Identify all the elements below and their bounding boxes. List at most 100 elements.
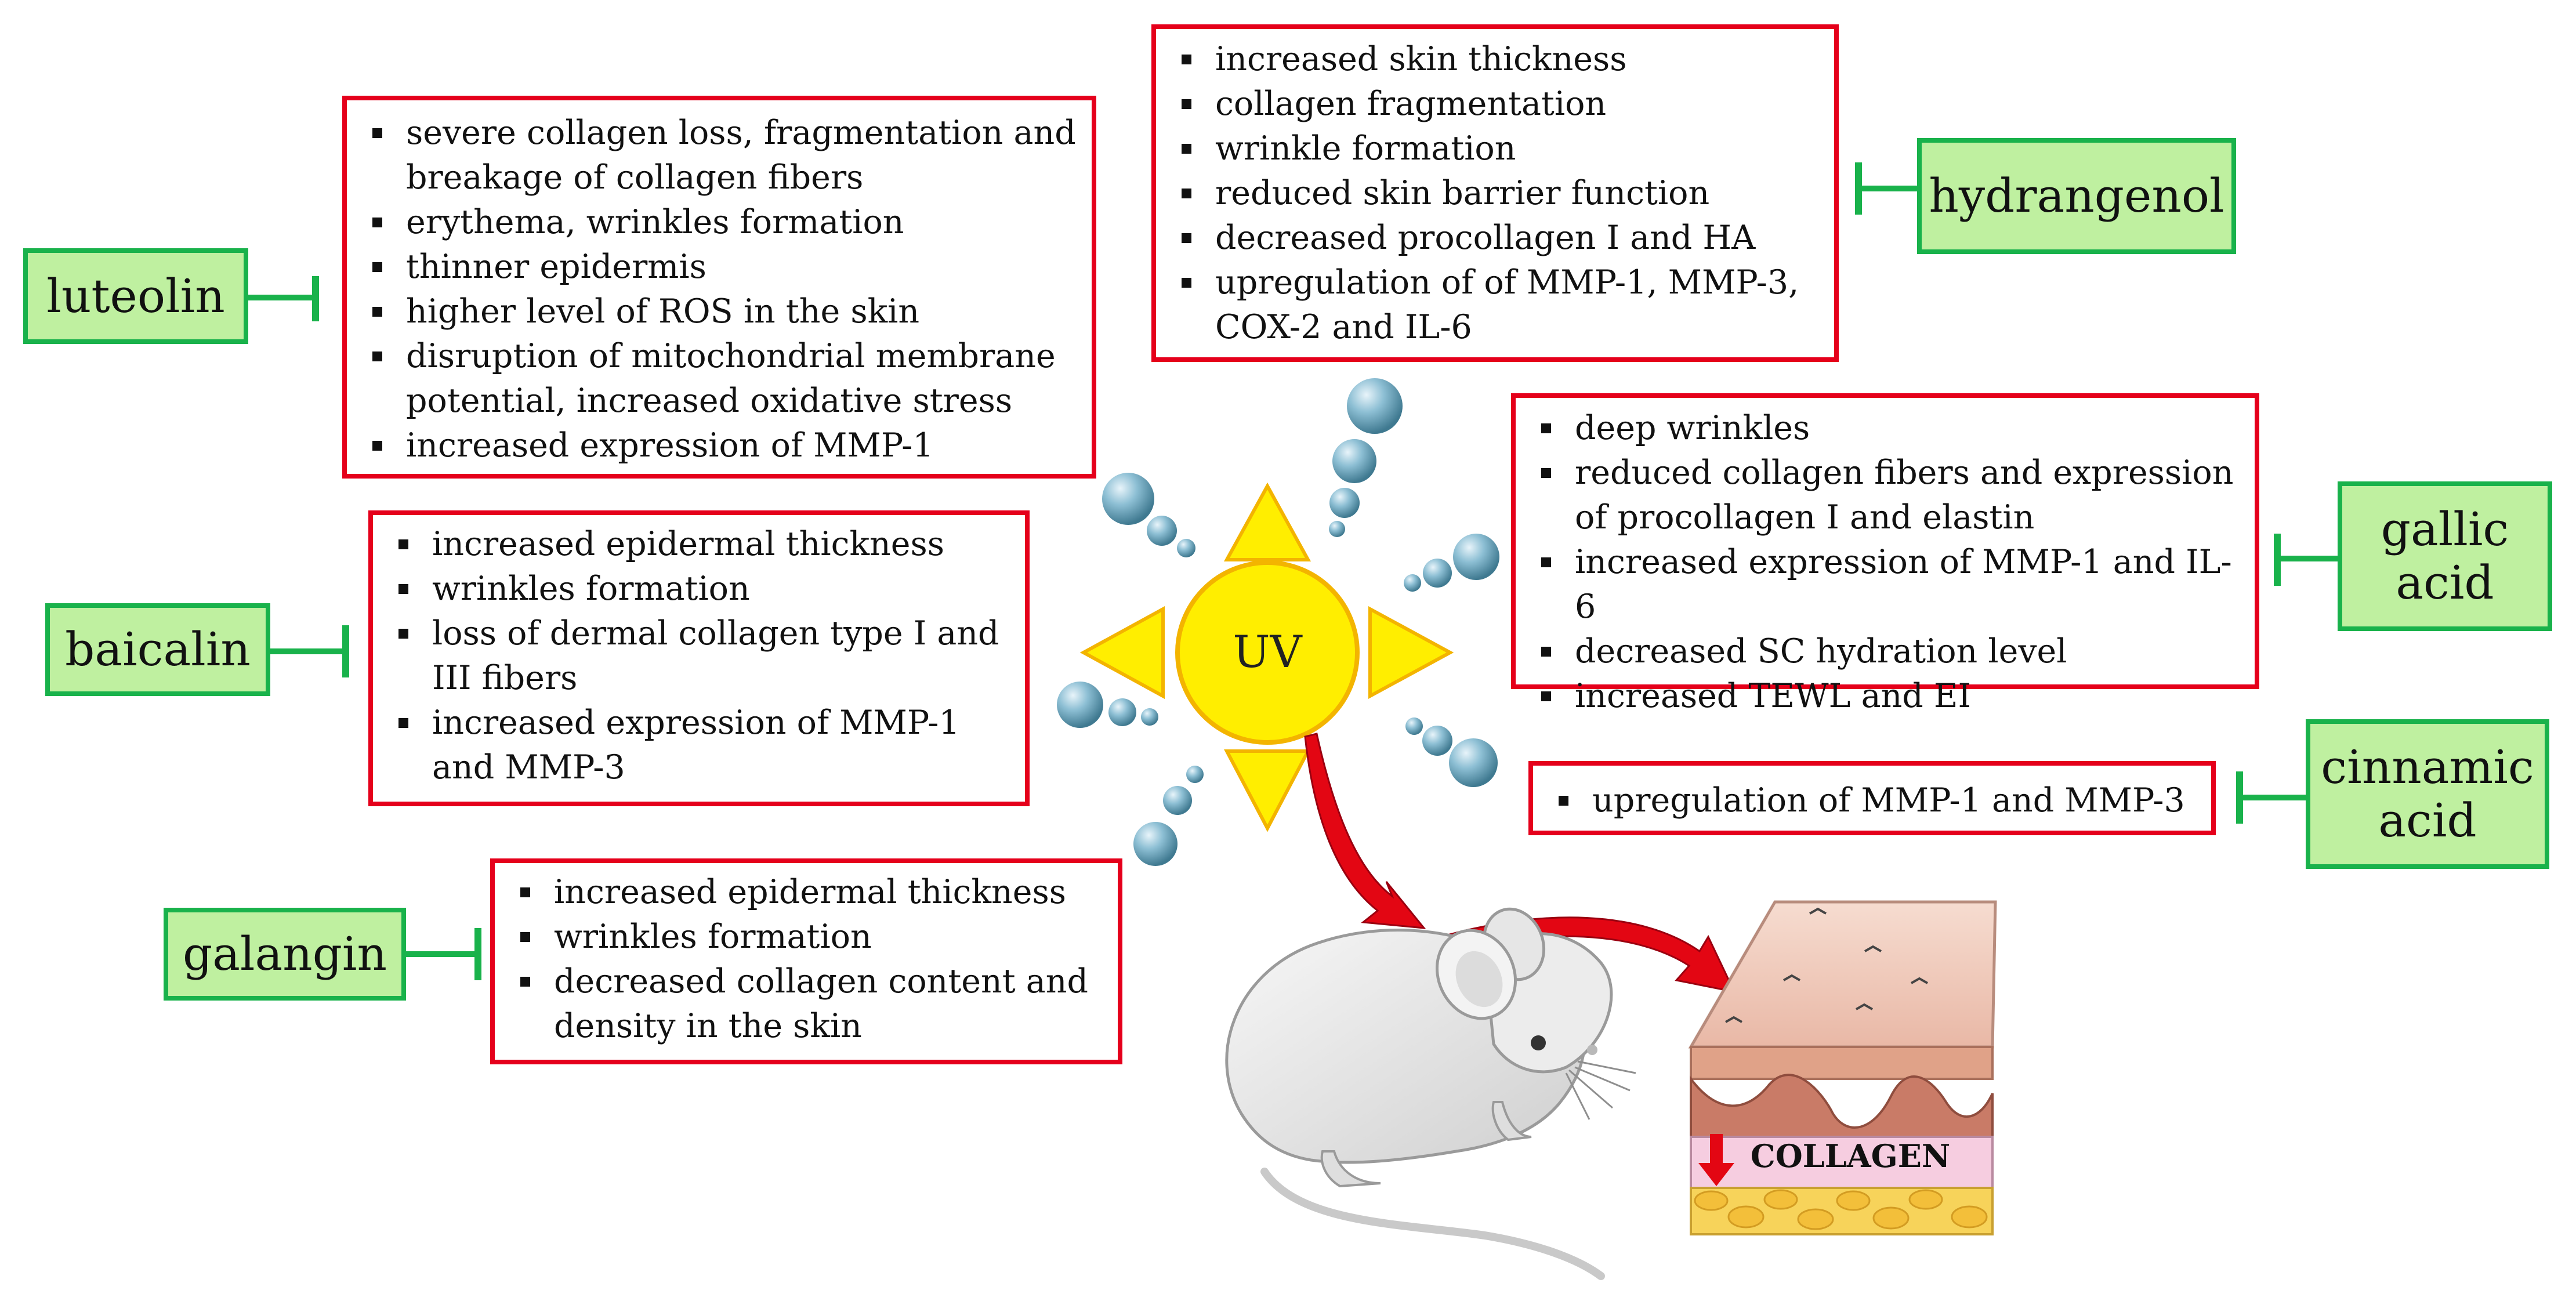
effect-item-continued: of procollagen I and elastin bbox=[1575, 498, 2035, 537]
effect-item: increased expression of MMP-1 bbox=[385, 701, 1013, 745]
effect-item: thinner epidermis bbox=[358, 245, 1080, 289]
arrow-sun-to-mouse bbox=[1304, 733, 1426, 929]
bubble bbox=[1108, 698, 1136, 726]
skin-section: COLLAGEN bbox=[1688, 900, 1997, 1235]
effect-item-continued: and MMP-3 bbox=[432, 748, 625, 787]
sun-ray-bottom bbox=[1224, 749, 1311, 832]
gallic-acid-effects-box: deep wrinkles reduced collagen fibers an… bbox=[1511, 393, 2259, 715]
bubble bbox=[1449, 738, 1498, 787]
bubble bbox=[1329, 521, 1345, 537]
effect-item-continued: density in the skin bbox=[554, 1007, 862, 1045]
mouse-ear-inner bbox=[1455, 951, 1503, 1008]
skin-wrinkle bbox=[1809, 907, 1827, 915]
fat-cells bbox=[1694, 1189, 1988, 1230]
mouse-tail bbox=[1260, 1168, 1605, 1280]
inhibition-line-cinnamic-acid bbox=[2240, 795, 2306, 800]
effect-item: increased skin thickness bbox=[1168, 37, 1823, 82]
bubble bbox=[1422, 726, 1452, 756]
skin-surface bbox=[1688, 900, 1997, 1049]
bubble bbox=[1102, 473, 1154, 525]
effect-item: wrinkles formation bbox=[385, 567, 1013, 611]
effect-item: increased expression of MMP-1 bbox=[358, 423, 1080, 468]
compound-galangin: galangin bbox=[164, 908, 406, 1001]
effect-item-continued: III fibers bbox=[432, 659, 578, 697]
luteolin-effects-box: severe collagen loss, fragmentation and … bbox=[342, 96, 1096, 479]
effect-item: higher level of ROS in the skin bbox=[358, 289, 1080, 334]
effect-item: disruption of mitochondrial membrane bbox=[358, 334, 1080, 379]
skin-wrinkle bbox=[1864, 945, 1882, 952]
bubble bbox=[1141, 708, 1158, 726]
inhibition-line-hydrangenol bbox=[1859, 186, 1917, 191]
effect-item: erythema, wrinkles formation bbox=[358, 200, 1080, 245]
bubble bbox=[1147, 516, 1177, 546]
effect-item: upregulation of MMP-1 and MMP-3 bbox=[1545, 778, 2200, 823]
bubble bbox=[1332, 439, 1376, 483]
galangin-effects-box: increased epidermal thickness wrinkles f… bbox=[490, 858, 1122, 1064]
bubble bbox=[1453, 534, 1499, 580]
inhibition-line-galangin bbox=[406, 951, 479, 957]
bubble bbox=[1177, 539, 1195, 557]
effect-item: increased epidermal thickness bbox=[506, 870, 1106, 915]
bubble bbox=[1347, 378, 1403, 434]
inhibition-bar-cinnamic-acid bbox=[2236, 771, 2243, 824]
effect-item: wrinkle formation bbox=[1168, 126, 1823, 171]
inhibition-bar-galangin bbox=[474, 928, 481, 980]
sun-disc bbox=[1175, 560, 1360, 745]
skin-wrinkle bbox=[1856, 1003, 1873, 1010]
compound-gallic-acid: gallic acid bbox=[2338, 481, 2552, 631]
effect-item: severe collagen loss, fragmentation and bbox=[358, 111, 1080, 155]
inhibition-line-gallic-acid bbox=[2278, 556, 2338, 561]
cinnamic-acid-effects-box: upregulation of MMP-1 and MMP-3 bbox=[1528, 761, 2216, 835]
effect-item: reduced skin barrier function bbox=[1168, 171, 1823, 216]
effect-item: increased epidermal thickness bbox=[385, 522, 1013, 567]
bubble bbox=[1133, 822, 1178, 866]
effect-item: increased expression of MMP-1 and IL-6 bbox=[1527, 540, 2243, 629]
effect-item: deep wrinkles bbox=[1527, 406, 2243, 451]
effect-item: collagen fragmentation bbox=[1168, 82, 1823, 126]
mouse-whiskers bbox=[1565, 1060, 1636, 1120]
sun-ray-top bbox=[1223, 482, 1311, 561]
bubble bbox=[1186, 766, 1204, 783]
inhibition-bar-baicalin bbox=[342, 625, 349, 677]
skin-wrinkle bbox=[1725, 1016, 1742, 1023]
mouse-hind-paw bbox=[1320, 1150, 1381, 1188]
effect-item: reduced collagen fibers and expression bbox=[1527, 451, 2243, 495]
skin-wrinkle bbox=[1783, 974, 1800, 981]
effect-item: loss of dermal collagen type I and bbox=[385, 611, 1013, 656]
bubble bbox=[1423, 559, 1452, 588]
dermis-layer bbox=[1690, 1136, 1994, 1189]
bubble bbox=[1405, 717, 1423, 735]
effect-item: upregulation of of MMP-1, MMP-3, bbox=[1168, 260, 1823, 305]
mouse-illustration bbox=[1225, 907, 1636, 1280]
epidermis-layer bbox=[1690, 1046, 1994, 1080]
effect-item: decreased SC hydration level bbox=[1527, 629, 2243, 674]
mouse-nose bbox=[1587, 1045, 1597, 1055]
effect-item-continued: COX-2 and IL-6 bbox=[1215, 308, 1472, 346]
collagen-decrease-arrow bbox=[1698, 1134, 1734, 1186]
bubble bbox=[1057, 682, 1103, 728]
effect-item: decreased collagen content and bbox=[506, 959, 1106, 1004]
effect-item-continued: breakage of collagen fibers bbox=[406, 158, 864, 197]
inhibition-bar-luteolin bbox=[312, 276, 319, 321]
effect-item: decreased procollagen I and HA bbox=[1168, 216, 1823, 260]
sun-ray-left bbox=[1079, 606, 1165, 700]
compound-cinnamic-acid: cinnamic acid bbox=[2306, 719, 2549, 869]
inhibition-line-baicalin bbox=[270, 648, 346, 654]
compound-baicalin: baicalin bbox=[45, 603, 270, 696]
dermal-papillae bbox=[1690, 1074, 1994, 1138]
sun-label: UV bbox=[1233, 626, 1303, 677]
inhibition-bar-gallic-acid bbox=[2274, 534, 2281, 586]
uv-bubbles bbox=[1057, 378, 1499, 866]
inhibition-line-luteolin bbox=[248, 295, 315, 300]
effect-item-continued: potential, increased oxidative stress bbox=[406, 382, 1013, 420]
compound-luteolin: luteolin bbox=[23, 248, 248, 344]
baicalin-effects-box: increased epidermal thickness wrinkles f… bbox=[368, 510, 1030, 806]
skin-wrinkle bbox=[1911, 977, 1928, 984]
bubble bbox=[1163, 786, 1192, 815]
inhibition-bar-hydrangenol bbox=[1855, 162, 1862, 215]
mouse-eye bbox=[1531, 1035, 1546, 1050]
uv-sun: UV bbox=[1079, 482, 1454, 832]
effect-item: wrinkles formation bbox=[506, 915, 1106, 959]
bubble bbox=[1329, 488, 1360, 518]
